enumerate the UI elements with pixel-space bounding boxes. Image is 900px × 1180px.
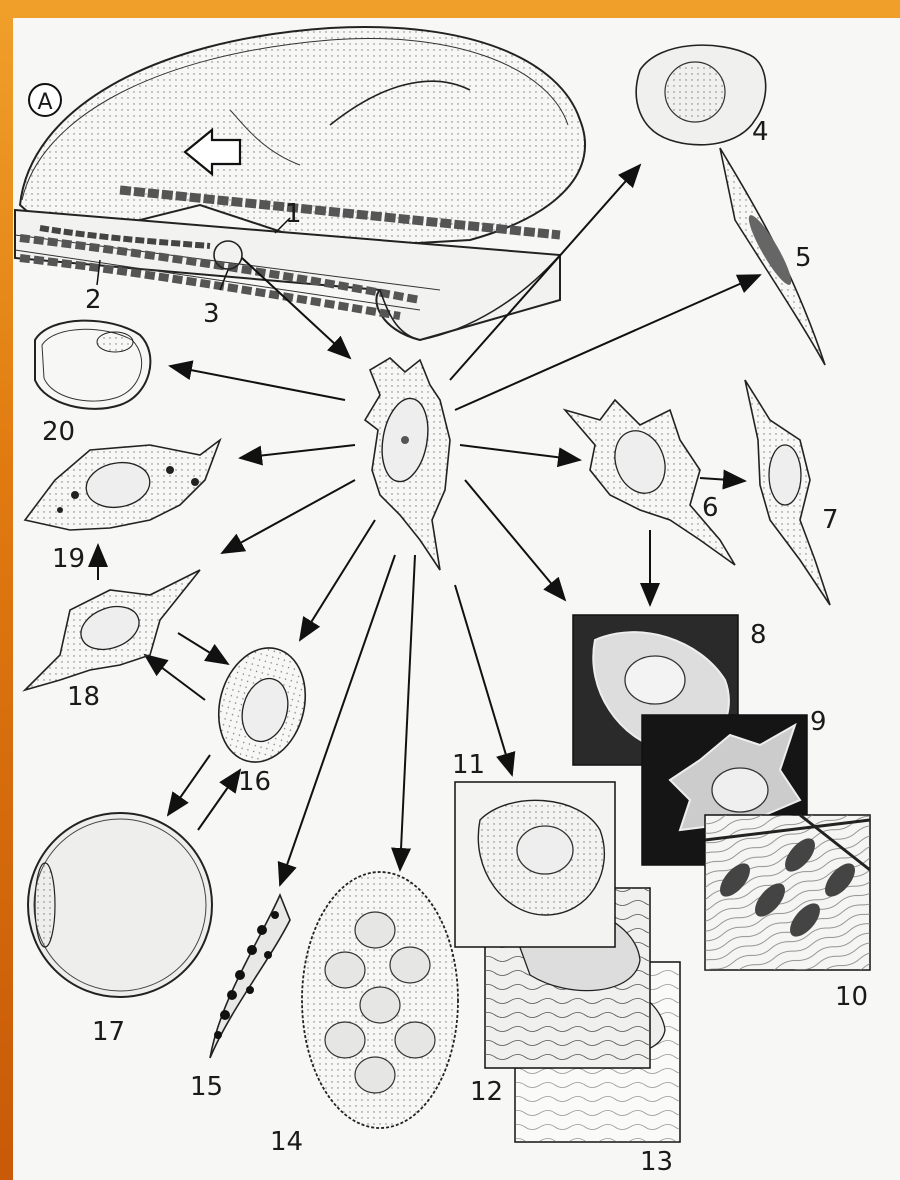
label-17: 17 <box>92 1017 125 1047</box>
label-1: 1 <box>285 199 302 229</box>
mesenchymal-cell <box>365 358 450 570</box>
label-12: 12 <box>470 1077 503 1107</box>
cell-17 <box>28 813 212 997</box>
label-7: 7 <box>822 505 839 535</box>
cell-16 <box>206 638 317 772</box>
label-16: 16 <box>238 767 271 797</box>
label-20: 20 <box>42 417 75 447</box>
label-8: 8 <box>750 620 767 650</box>
label-3: 3 <box>203 299 220 329</box>
panel-11 <box>455 782 615 947</box>
cell-15 <box>210 895 290 1058</box>
panel-10 <box>705 815 870 970</box>
cell-14 <box>302 872 458 1128</box>
label-5: 5 <box>795 243 812 273</box>
label-11: 11 <box>452 750 485 780</box>
cell-20 <box>35 321 150 409</box>
label-13: 13 <box>640 1147 673 1177</box>
cell-19 <box>25 440 220 530</box>
label-9: 9 <box>810 707 827 737</box>
panel-marker: A <box>37 90 52 115</box>
label-19: 19 <box>52 544 85 574</box>
label-14: 14 <box>270 1127 303 1157</box>
cell-4 <box>636 45 765 145</box>
label-10: 10 <box>835 982 868 1012</box>
label-18: 18 <box>67 682 100 712</box>
label-2: 2 <box>85 285 102 315</box>
label-6: 6 <box>702 493 719 523</box>
cell-18 <box>25 570 200 690</box>
label-15: 15 <box>190 1072 223 1102</box>
label-4: 4 <box>752 117 769 147</box>
cell-7 <box>745 380 830 605</box>
